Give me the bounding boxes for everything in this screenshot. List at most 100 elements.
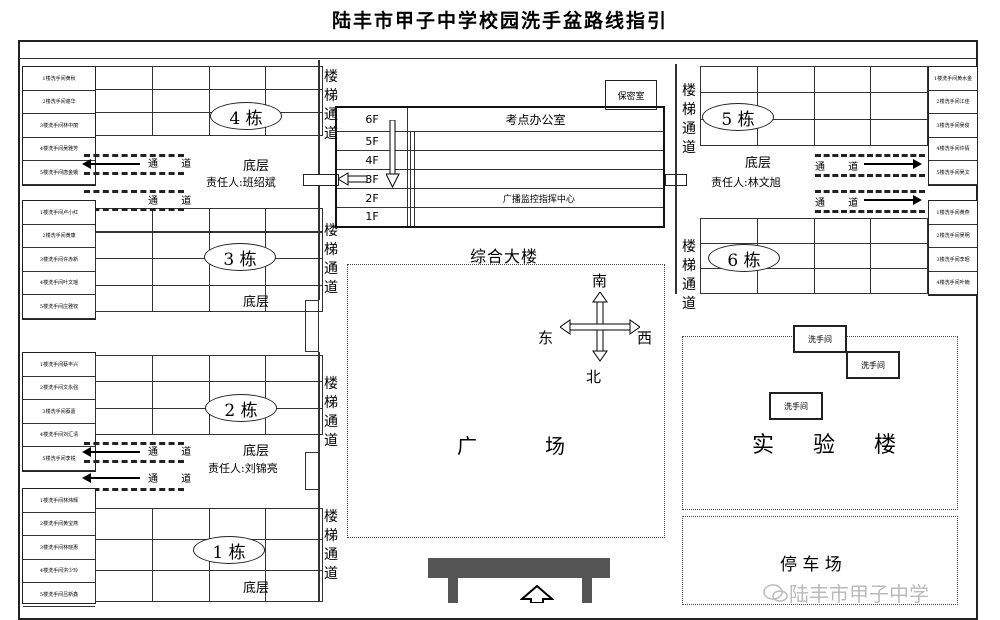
corridor-label: 通 道 xyxy=(148,474,202,485)
building-5-room-list: 1楼洗手间黄水金 2楼洗手间江佳 3楼洗手间吴俊 4楼洗手间许倩 5楼洗手间吴文 xyxy=(928,66,978,186)
corridor-dash xyxy=(815,174,925,177)
plaza-label-right: 场 xyxy=(545,434,565,458)
building-3-ground-floor-label: 底层 xyxy=(243,295,270,310)
list-item: 3楼洗手间林中丽 xyxy=(23,114,95,138)
list-item: 1楼洗手间黄秋 xyxy=(23,67,95,91)
building-4-ground-floor-label: 底层 xyxy=(243,159,270,174)
page-title: 陆丰市甲子中学校园洗手盆路线指引 xyxy=(331,10,668,32)
corridor-dash xyxy=(84,488,184,491)
up-arrow-icon xyxy=(520,585,554,603)
exit-arrow-icon xyxy=(82,159,140,169)
list-item: 3楼洗手间蔡嘉 xyxy=(23,400,95,424)
stairwell-label-b4: 楼梯通道 xyxy=(324,69,338,142)
building-5-upper-grid xyxy=(700,65,928,147)
building-4-room-list: 1楼洗手间黄秋 2楼洗手间谢华 3楼洗手间林中丽 4楼洗手间吴雅芳 5楼洗手间唐… xyxy=(22,66,96,186)
security-room: 保密室 xyxy=(605,80,657,110)
building-6-room-list: 1楼洗手间黄燕 2楼洗手间吴明 3楼洗手间李昭 4楼洗手间叶楠 xyxy=(928,200,978,296)
exit-arrow-icon xyxy=(82,473,140,483)
exit-arrow-icon xyxy=(864,159,922,169)
building-2-upper-grid xyxy=(95,354,323,436)
corridor-dash xyxy=(815,210,925,213)
exam-office-label: 考点办公室 xyxy=(407,106,665,133)
exit-arrow-icon xyxy=(864,195,922,205)
list-item: 5楼洗手间李锐 xyxy=(23,447,95,471)
corridor-dash xyxy=(815,154,925,157)
building-1-grid xyxy=(95,508,323,602)
lab-washroom-2: 洗手间 xyxy=(846,351,900,379)
list-item: 3楼洗手间许赤新 xyxy=(23,248,95,272)
list-item: 2楼洗手间黄宝燕 xyxy=(23,513,95,536)
corridor-dash xyxy=(84,172,184,175)
central-building-name: 综合大楼 xyxy=(470,247,539,266)
list-item: 5楼洗手间唐金娥 xyxy=(23,161,95,185)
building-4-label: 4 栋 xyxy=(210,102,282,130)
list-item: 1楼洗手间林炜辉 xyxy=(23,489,95,513)
list-item: 2楼洗手间江佳 xyxy=(929,91,977,114)
list-item: 3楼洗手间李昭 xyxy=(929,248,977,272)
lab-washroom-1: 洗手间 xyxy=(793,325,847,353)
list-item: 4楼洗手间叶文瑶 xyxy=(23,272,95,295)
left-arrow-icon xyxy=(338,172,368,186)
connector-wall xyxy=(305,300,319,352)
floor-label: 1F xyxy=(335,206,408,228)
connector-wall xyxy=(305,452,319,490)
stairwell-label-b5: 楼梯通道 xyxy=(682,83,696,156)
list-item: 3楼洗手间吴俊 xyxy=(929,114,977,138)
building-3-room-list: 1楼洗手间卢小红 2楼洗手间黄康 3楼洗手间许赤新 4楼洗手间叶文瑶 5楼洗手间… xyxy=(22,200,96,320)
compass-west: 西 xyxy=(637,329,653,347)
list-item: 2楼洗手间黄康 xyxy=(23,225,95,248)
building-3-grid xyxy=(95,231,323,313)
list-item: 5楼洗手间吴文 xyxy=(929,161,977,185)
list-item: 2楼洗手间谢华 xyxy=(23,91,95,114)
list-item: 1楼洗手间卢小红 xyxy=(23,201,95,225)
main-gate-pillar xyxy=(448,578,458,603)
list-item: 4楼洗手间叶楠 xyxy=(929,272,977,295)
list-item: 2楼洗手间吴明 xyxy=(929,225,977,248)
list-item: 4楼洗手间吴雅芳 xyxy=(23,138,95,161)
building-4-lower-grid xyxy=(95,208,323,232)
building-4-upper-grid xyxy=(95,66,323,136)
top-boundary-line xyxy=(20,58,976,59)
lab-building-name: 实 验 楼 xyxy=(752,433,912,458)
list-item: 1楼洗手间黄水金 xyxy=(929,67,977,91)
building-5-ground-floor-label: 底层 xyxy=(745,156,772,171)
plaza-area xyxy=(347,264,665,538)
list-item: 4楼洗手间刘汇清 xyxy=(23,424,95,447)
building-3-label: 3 栋 xyxy=(204,243,276,271)
floor-label: 2F xyxy=(335,188,408,208)
main-gate-pillar xyxy=(582,578,592,603)
list-item: 5楼洗手间庄雅钗 xyxy=(23,295,95,319)
building-4-manager: 责任人:班绍斌 xyxy=(206,176,276,189)
lab-washroom-3: 洗手间 xyxy=(769,392,823,420)
building-1-room-list: 1楼洗手间林炜辉 2楼洗手间黄宝燕 3楼洗手间林晓惠 4楼洗手间洪少玲 5楼洗手… xyxy=(22,488,96,607)
corridor-label: 通 道 xyxy=(148,447,202,458)
list-item: 4楼洗手间许倩 xyxy=(929,138,977,161)
stairwell-wall xyxy=(675,64,677,294)
chat-bubble-icon xyxy=(763,583,788,602)
central-connector-left xyxy=(303,174,339,186)
building-5-label: 5 栋 xyxy=(702,103,774,131)
corridor-dash xyxy=(84,460,184,463)
corridor-dash xyxy=(84,154,184,157)
corridor-label: 通 道 xyxy=(815,162,869,173)
corridor-dash xyxy=(84,442,184,445)
floor-label: 6F xyxy=(335,106,408,133)
stairwell-wall xyxy=(318,352,320,602)
building-6-label: 6 栋 xyxy=(708,244,780,272)
main-gate-bar xyxy=(428,558,610,578)
corridor-dash xyxy=(815,190,925,193)
lab-building-area xyxy=(682,336,958,510)
list-item: 4楼洗手间洪少玲 xyxy=(23,560,95,583)
building-2-label: 2 栋 xyxy=(205,394,277,422)
building-2-manager: 责任人:刘锦亮 xyxy=(208,462,278,475)
corridor-label: 通 道 xyxy=(148,159,202,170)
building-2-ground-floor-label: 底层 xyxy=(243,444,270,459)
exit-arrow-icon xyxy=(82,447,140,457)
building-6-grid xyxy=(700,218,928,294)
broadcast-center-label: 广播监控指挥中心 xyxy=(413,188,665,208)
watermark: 陆丰市甲子中学 xyxy=(763,578,929,607)
building-2-room-list: 1楼洗手间蔡丰兴 2楼洗手间文永强 3楼洗手间蔡嘉 4楼洗手间刘汇清 5楼洗手间… xyxy=(22,352,96,472)
building-1-ground-floor-label: 底层 xyxy=(243,581,270,596)
corridor-dash xyxy=(84,208,184,211)
